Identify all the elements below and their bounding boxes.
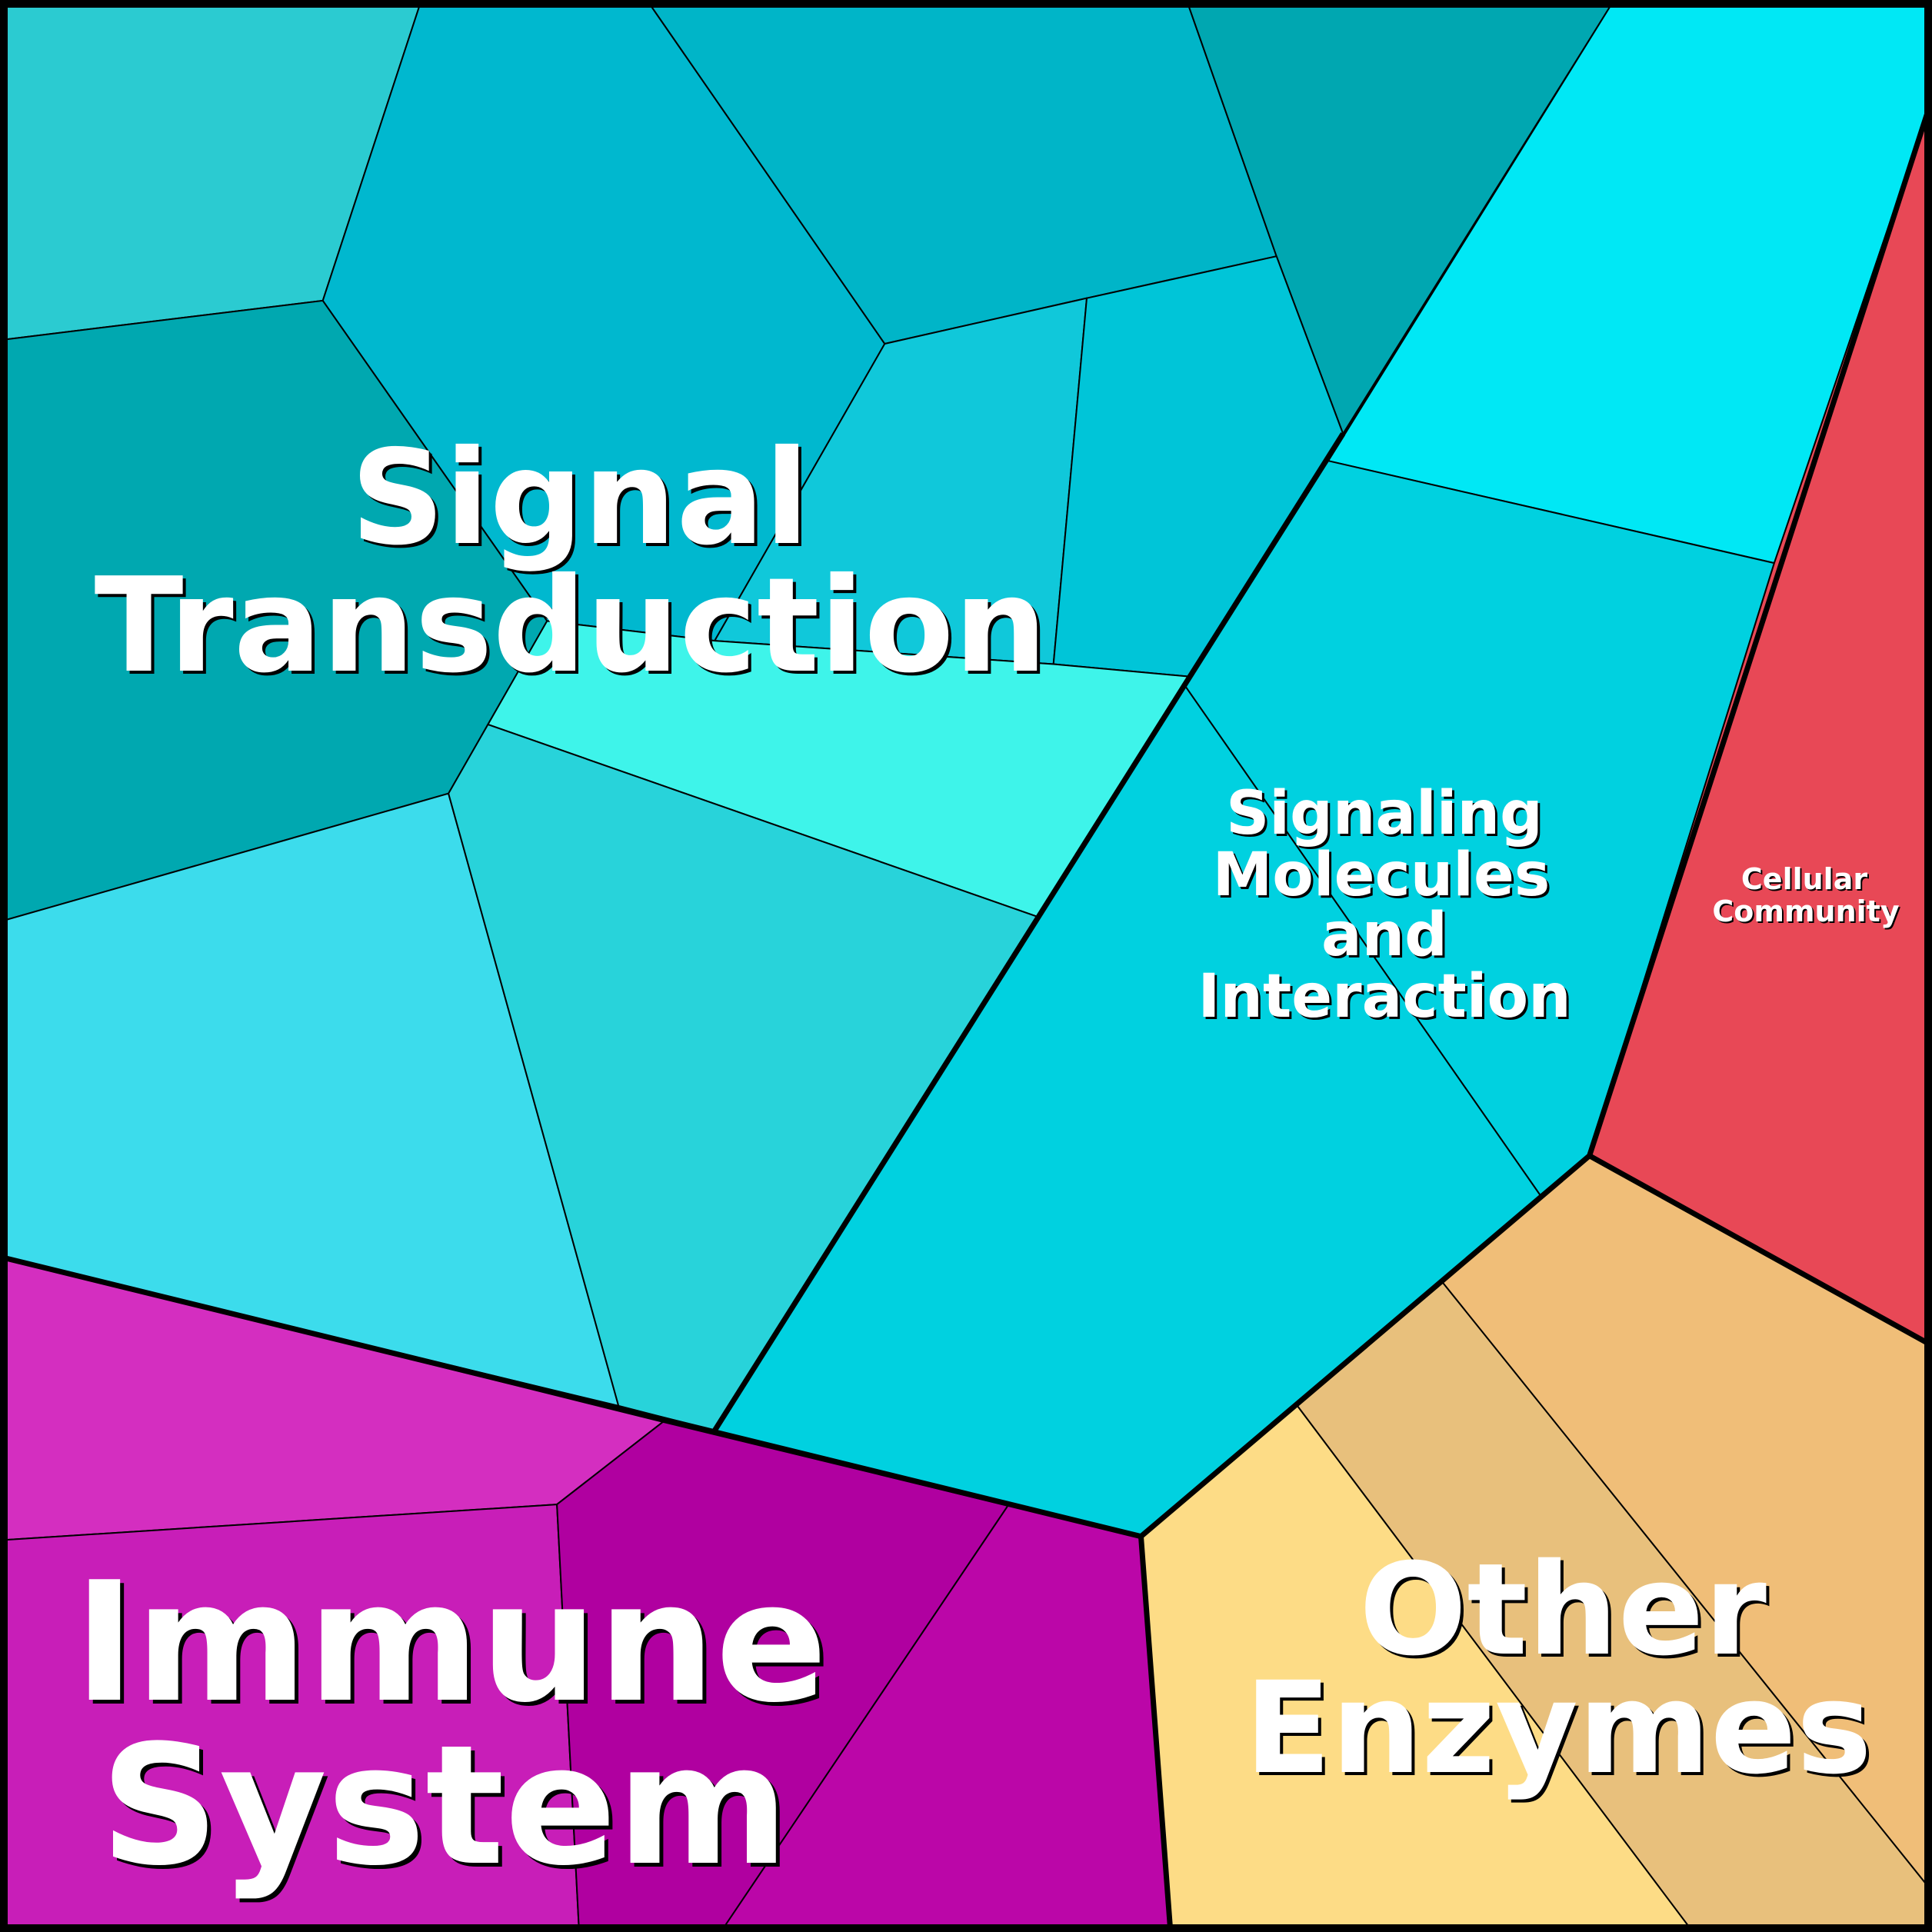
label-signal-transduction-line2-shadow: Transduction [98,553,1051,705]
label-signaling-line1: Signaling [1226,779,1543,848]
label-cellular-line1: Cellular [1741,862,1867,896]
label-other-enzymes: Other Other Enzymes Enzymes [1244,1536,1875,1805]
label-signaling-line4: Interaction [1198,962,1571,1031]
label-other-line2: Enzymes [1244,1654,1872,1802]
label-signaling-line3: and [1321,901,1447,970]
label-signal-transduction-line2: Transduction [95,550,1048,702]
label-cellular-line1-shadow: Cellular [1743,864,1869,898]
group-border-2 [1138,1536,1174,1932]
label-other-line1: Other [1359,1536,1767,1684]
label-signaling-line2-shadow: Molecules [1215,843,1553,912]
group-border-3 [1587,1153,1932,1348]
label-cellular-line2-shadow: Community [1714,896,1900,930]
label-signaling-line1-shadow: Signaling [1228,781,1545,851]
label-cellular-line2: Community [1712,894,1899,928]
label-signaling-molecules: Signaling Signaling Molecules Molecules … [1198,779,1573,1034]
label-other-line1-shadow: Other [1362,1539,1770,1687]
label-signaling-line3-shadow: and [1324,903,1450,972]
label-immune-line2-shadow: System [104,1713,793,1906]
label-immune-line1-shadow: Immune [78,1550,831,1743]
label-immune-line2: System [100,1709,789,1902]
group-border-1 [0,98,1932,1540]
label-other-line2-shadow: Enzymes [1247,1657,1875,1805]
label-immune-system: Immune Immune System System [74,1546,831,1906]
label-signal-transduction: Signal Signal Transduction Transduction [95,422,1051,705]
label-immune-line1: Immune [74,1546,828,1739]
cell-immune-system-2 [0,1504,581,1932]
label-cellular-community: Cellular Cellular Community Community [1712,862,1900,930]
group-border-4 [712,432,1346,1432]
label-signal-transduction-line1-shadow: Signal [354,425,812,578]
label-signal-transduction-line1: Signal [351,422,809,575]
label-signaling-line2: Molecules [1213,841,1551,910]
label-signaling-line4-shadow: Interaction [1200,964,1573,1034]
